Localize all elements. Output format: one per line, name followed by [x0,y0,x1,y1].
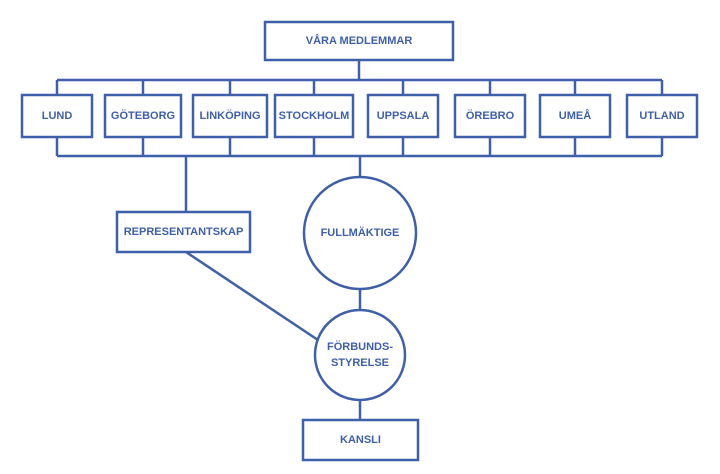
node-fullmaktige: FULLMÄKTIGE [302,175,418,291]
node-representantskap: REPRESENTANTSKAP [115,210,252,254]
node-label-line-2: STYRELSE [331,357,389,369]
node-label: UTLAND [639,110,684,122]
node-label: GÖTEBORG [111,109,175,122]
member-nodes: LUND GÖTEBORG LINKÖPING STOCKHOLM UPPSAL… [20,93,699,139]
member-node-orebro: ÖREBRO [453,93,527,139]
node-box [103,93,183,139]
node-label: UMEÅ [559,109,591,122]
member-node-uppsala: UPPSALA [366,93,440,139]
member-node-lund: LUND [20,93,94,139]
connector-representantskap-to-forbundsstyrelse [185,250,319,342]
member-node-utland: UTLAND [625,93,699,139]
node-label: STOCKHOLM [279,110,350,122]
member-node-umea: UMEÅ [538,93,612,139]
node-forbundsstyrelse: FÖRBUNDS- STYRELSE [313,308,407,402]
node-label: REPRESENTANTSKAP [124,226,244,238]
node-box [625,93,699,139]
node-label-line-1: FÖRBUNDS- [327,340,393,353]
connectors [55,60,664,420]
node-box [20,93,94,139]
node-circle [302,175,418,291]
node-vara-medlemmar: VÅRA MEDLEMMAR [263,20,455,62]
node-box [263,20,455,62]
node-box [538,93,612,139]
node-label: LUND [42,110,73,122]
node-box [366,93,440,139]
node-box [273,93,355,139]
node-box [191,93,269,139]
member-node-goteborg: GÖTEBORG [103,93,183,139]
node-box [301,418,420,462]
node-kansli: KANSLI [301,418,420,462]
member-node-linkoping: LINKÖPING [191,93,269,139]
node-label: LINKÖPING [199,109,260,122]
node-circle [313,308,407,402]
node-label: KANSLI [340,434,381,446]
node-box [453,93,527,139]
node-label: UPPSALA [377,110,430,122]
node-box [115,210,252,254]
node-label: ÖREBRO [466,109,515,122]
node-label: FULLMÄKTIGE [321,226,400,239]
node-label: VÅRA MEDLEMMAR [306,34,413,47]
member-node-stockholm: STOCKHOLM [273,93,355,139]
